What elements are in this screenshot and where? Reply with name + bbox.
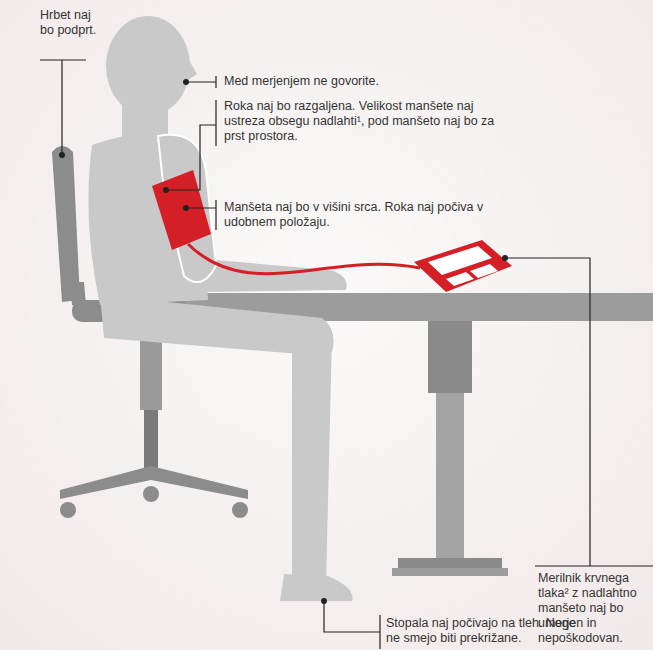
leader-dot (183, 79, 189, 85)
foot (280, 574, 353, 601)
leader-line (505, 258, 653, 566)
cuff-tube (188, 244, 420, 274)
annotation-text: Stopala naj počivajo na tleh. Noge ne sm… (386, 616, 586, 646)
leader-line (324, 601, 380, 649)
annotation-text: Roka naj bo razgaljena. Velikost manšete… (224, 99, 504, 144)
nose (186, 55, 197, 80)
leader-dot (502, 255, 508, 261)
leader-dot (59, 152, 65, 158)
chair-wheel (60, 502, 76, 518)
leader-line (186, 200, 216, 230)
table-column (428, 321, 472, 393)
leader-line (166, 100, 216, 190)
head (106, 16, 190, 116)
leader-line (186, 76, 216, 88)
chair-post-lower (144, 410, 158, 470)
leader-dots (59, 79, 508, 604)
annotation-text: Med merjenjem ne govorite. (224, 74, 484, 89)
chair-wheel (143, 486, 159, 502)
leader-lines (40, 60, 653, 649)
chair-post (140, 338, 162, 410)
blood-pressure-monitor (414, 240, 512, 292)
table-foot (392, 568, 508, 576)
leader-dot (183, 205, 189, 211)
table-column-lower (436, 393, 464, 561)
lower-leg (292, 332, 332, 584)
chair-backrest (52, 146, 80, 302)
leader-line (40, 60, 86, 155)
chair-wheel (232, 502, 248, 518)
monitor-body (414, 240, 512, 292)
annotation-text: Merilnik krvnega tlaka² z nadlahtno manš… (538, 571, 653, 646)
leader-dot (321, 598, 327, 604)
monitor-button (470, 264, 498, 278)
table-base (398, 558, 502, 568)
annotation-text: Hrbet naj bo podprt. (40, 8, 100, 38)
leader-dot (163, 187, 169, 193)
cuff (152, 170, 211, 250)
annotation-text: Manšeta naj bo v višini srca. Roka naj p… (224, 200, 484, 230)
monitor-button (446, 272, 474, 286)
